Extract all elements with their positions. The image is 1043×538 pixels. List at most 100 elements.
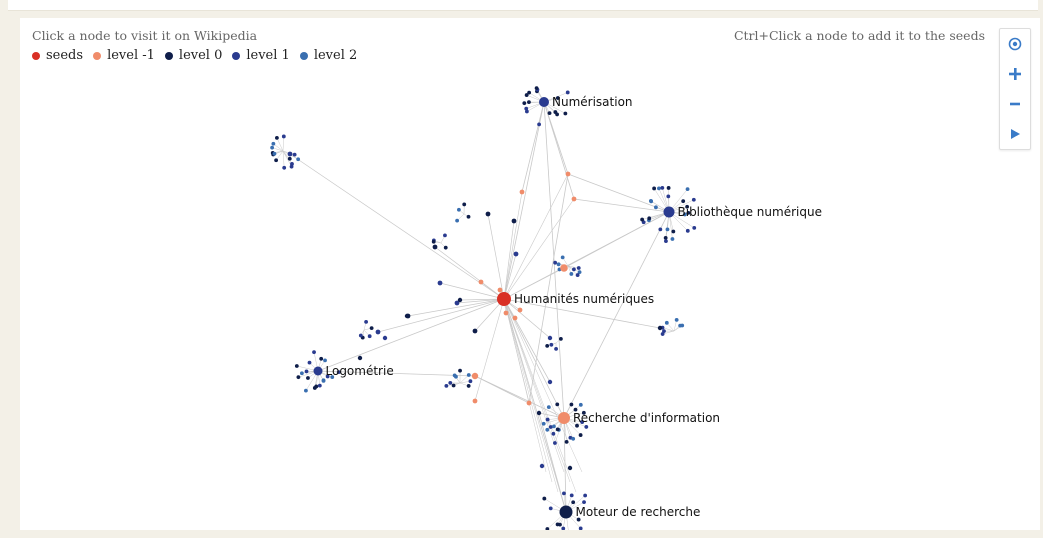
leaf-node[interactable]	[660, 185, 665, 190]
recenter-button[interactable]	[1002, 31, 1028, 57]
leaf-node[interactable]	[330, 375, 335, 379]
leaf-node[interactable]	[548, 506, 553, 511]
leaf-node[interactable]	[674, 317, 679, 322]
leaf-node[interactable]	[555, 96, 560, 100]
minor-node[interactable]	[485, 211, 491, 217]
leaf-node[interactable]	[545, 427, 550, 432]
leaf-node[interactable]	[581, 410, 586, 415]
minor-node[interactable]	[457, 297, 463, 303]
leaf-node[interactable]	[666, 186, 671, 190]
leaf-node[interactable]	[323, 358, 327, 363]
leaf-node[interactable]	[524, 93, 529, 97]
level-minus-1-node[interactable]	[560, 264, 568, 272]
leaf-node[interactable]	[572, 267, 576, 272]
leaf-node[interactable]	[336, 370, 341, 375]
leaf-node[interactable]	[534, 86, 539, 91]
leaf-node[interactable]	[545, 343, 550, 348]
minor-node[interactable]	[472, 328, 478, 334]
leaf-node[interactable]	[569, 493, 574, 498]
leaf-node[interactable]	[524, 109, 529, 114]
level-minus-1-node[interactable]	[512, 315, 518, 321]
leaf-node[interactable]	[556, 262, 561, 267]
leaf-node[interactable]	[560, 255, 565, 260]
minor-node[interactable]	[657, 325, 663, 331]
leaf-node[interactable]	[321, 378, 326, 383]
zoom-in-button[interactable]	[1002, 61, 1028, 87]
leaf-node[interactable]	[657, 186, 661, 191]
level-minus-1-node[interactable]	[471, 372, 479, 380]
leaf-node[interactable]	[317, 383, 322, 388]
leaf-node[interactable]	[685, 204, 690, 209]
leaf-node[interactable]	[304, 369, 309, 374]
minor-node[interactable]	[547, 379, 553, 385]
leaf-node[interactable]	[575, 423, 579, 428]
leaf-node[interactable]	[554, 346, 558, 351]
leaf-node[interactable]	[296, 157, 301, 162]
leaf-node[interactable]	[367, 334, 372, 339]
leaf-node[interactable]	[580, 420, 585, 424]
leaf-node[interactable]	[443, 233, 447, 238]
leaf-node[interactable]	[584, 425, 589, 429]
zoom-out-button[interactable]	[1002, 91, 1028, 117]
leaf-node[interactable]	[562, 491, 566, 496]
leaf-node[interactable]	[466, 214, 471, 219]
leaf-node[interactable]	[660, 332, 665, 336]
node-mot[interactable]	[559, 505, 573, 519]
leaf-node[interactable]	[662, 329, 666, 334]
leaf-node[interactable]	[281, 134, 286, 139]
play-button[interactable]	[1002, 121, 1028, 147]
network-graph[interactable]: Humanités numériquesNumérisationBiblioth…	[20, 18, 1040, 530]
leaf-node[interactable]	[448, 380, 453, 385]
leaf-node[interactable]	[678, 323, 683, 328]
leaf-node[interactable]	[671, 229, 676, 234]
leaf-node[interactable]	[553, 260, 558, 265]
leaf-node[interactable]	[664, 320, 669, 325]
leaf-node[interactable]	[640, 217, 645, 222]
leaf-node[interactable]	[546, 405, 551, 409]
level-minus-1-node[interactable]	[526, 400, 532, 406]
leaf-node[interactable]	[271, 141, 276, 146]
level-minus-1-node[interactable]	[571, 196, 577, 202]
leaf-node[interactable]	[287, 156, 292, 161]
leaf-node[interactable]	[444, 383, 449, 388]
minor-node[interactable]	[547, 335, 553, 341]
leaf-node[interactable]	[582, 500, 586, 505]
node-label-logo[interactable]: Logométrie	[326, 364, 394, 378]
leaf-node[interactable]	[274, 158, 279, 163]
leaf-node[interactable]	[275, 135, 279, 140]
leaf-node[interactable]	[457, 207, 461, 212]
leaf-node[interactable]	[569, 402, 574, 407]
minor-node[interactable]	[375, 329, 381, 335]
level-minus-1-node[interactable]	[472, 398, 478, 404]
leaf-node[interactable]	[692, 226, 697, 230]
leaf-node[interactable]	[466, 384, 471, 388]
minor-node[interactable]	[437, 280, 443, 286]
leaf-node[interactable]	[563, 111, 568, 116]
level-minus-1-node[interactable]	[497, 287, 503, 293]
leaf-node[interactable]	[272, 151, 277, 156]
leaf-node[interactable]	[670, 237, 675, 241]
level-minus-1-node[interactable]	[517, 307, 523, 313]
leaf-node[interactable]	[558, 336, 563, 341]
leaf-node[interactable]	[552, 424, 556, 429]
minor-node[interactable]	[511, 218, 517, 224]
node-label-num[interactable]: Numérisation	[552, 95, 633, 109]
leaf-node[interactable]	[553, 441, 557, 445]
leaf-node[interactable]	[325, 374, 330, 379]
node-bib[interactable]	[663, 206, 675, 218]
leaf-node[interactable]	[578, 402, 583, 407]
leaf-node[interactable]	[547, 111, 552, 116]
minor-node[interactable]	[382, 335, 388, 341]
leaf-node[interactable]	[573, 407, 578, 412]
minor-node[interactable]	[357, 355, 363, 361]
leaf-node[interactable]	[369, 326, 374, 331]
leaf-node[interactable]	[319, 356, 324, 361]
leaf-node[interactable]	[545, 527, 550, 530]
leaf-node[interactable]	[364, 319, 368, 324]
leaf-node[interactable]	[431, 239, 436, 244]
leaf-node[interactable]	[682, 212, 687, 217]
minor-node[interactable]	[287, 151, 293, 157]
leaf-node[interactable]	[578, 526, 583, 530]
leaf-node[interactable]	[551, 431, 556, 436]
leaf-node[interactable]	[466, 373, 471, 377]
